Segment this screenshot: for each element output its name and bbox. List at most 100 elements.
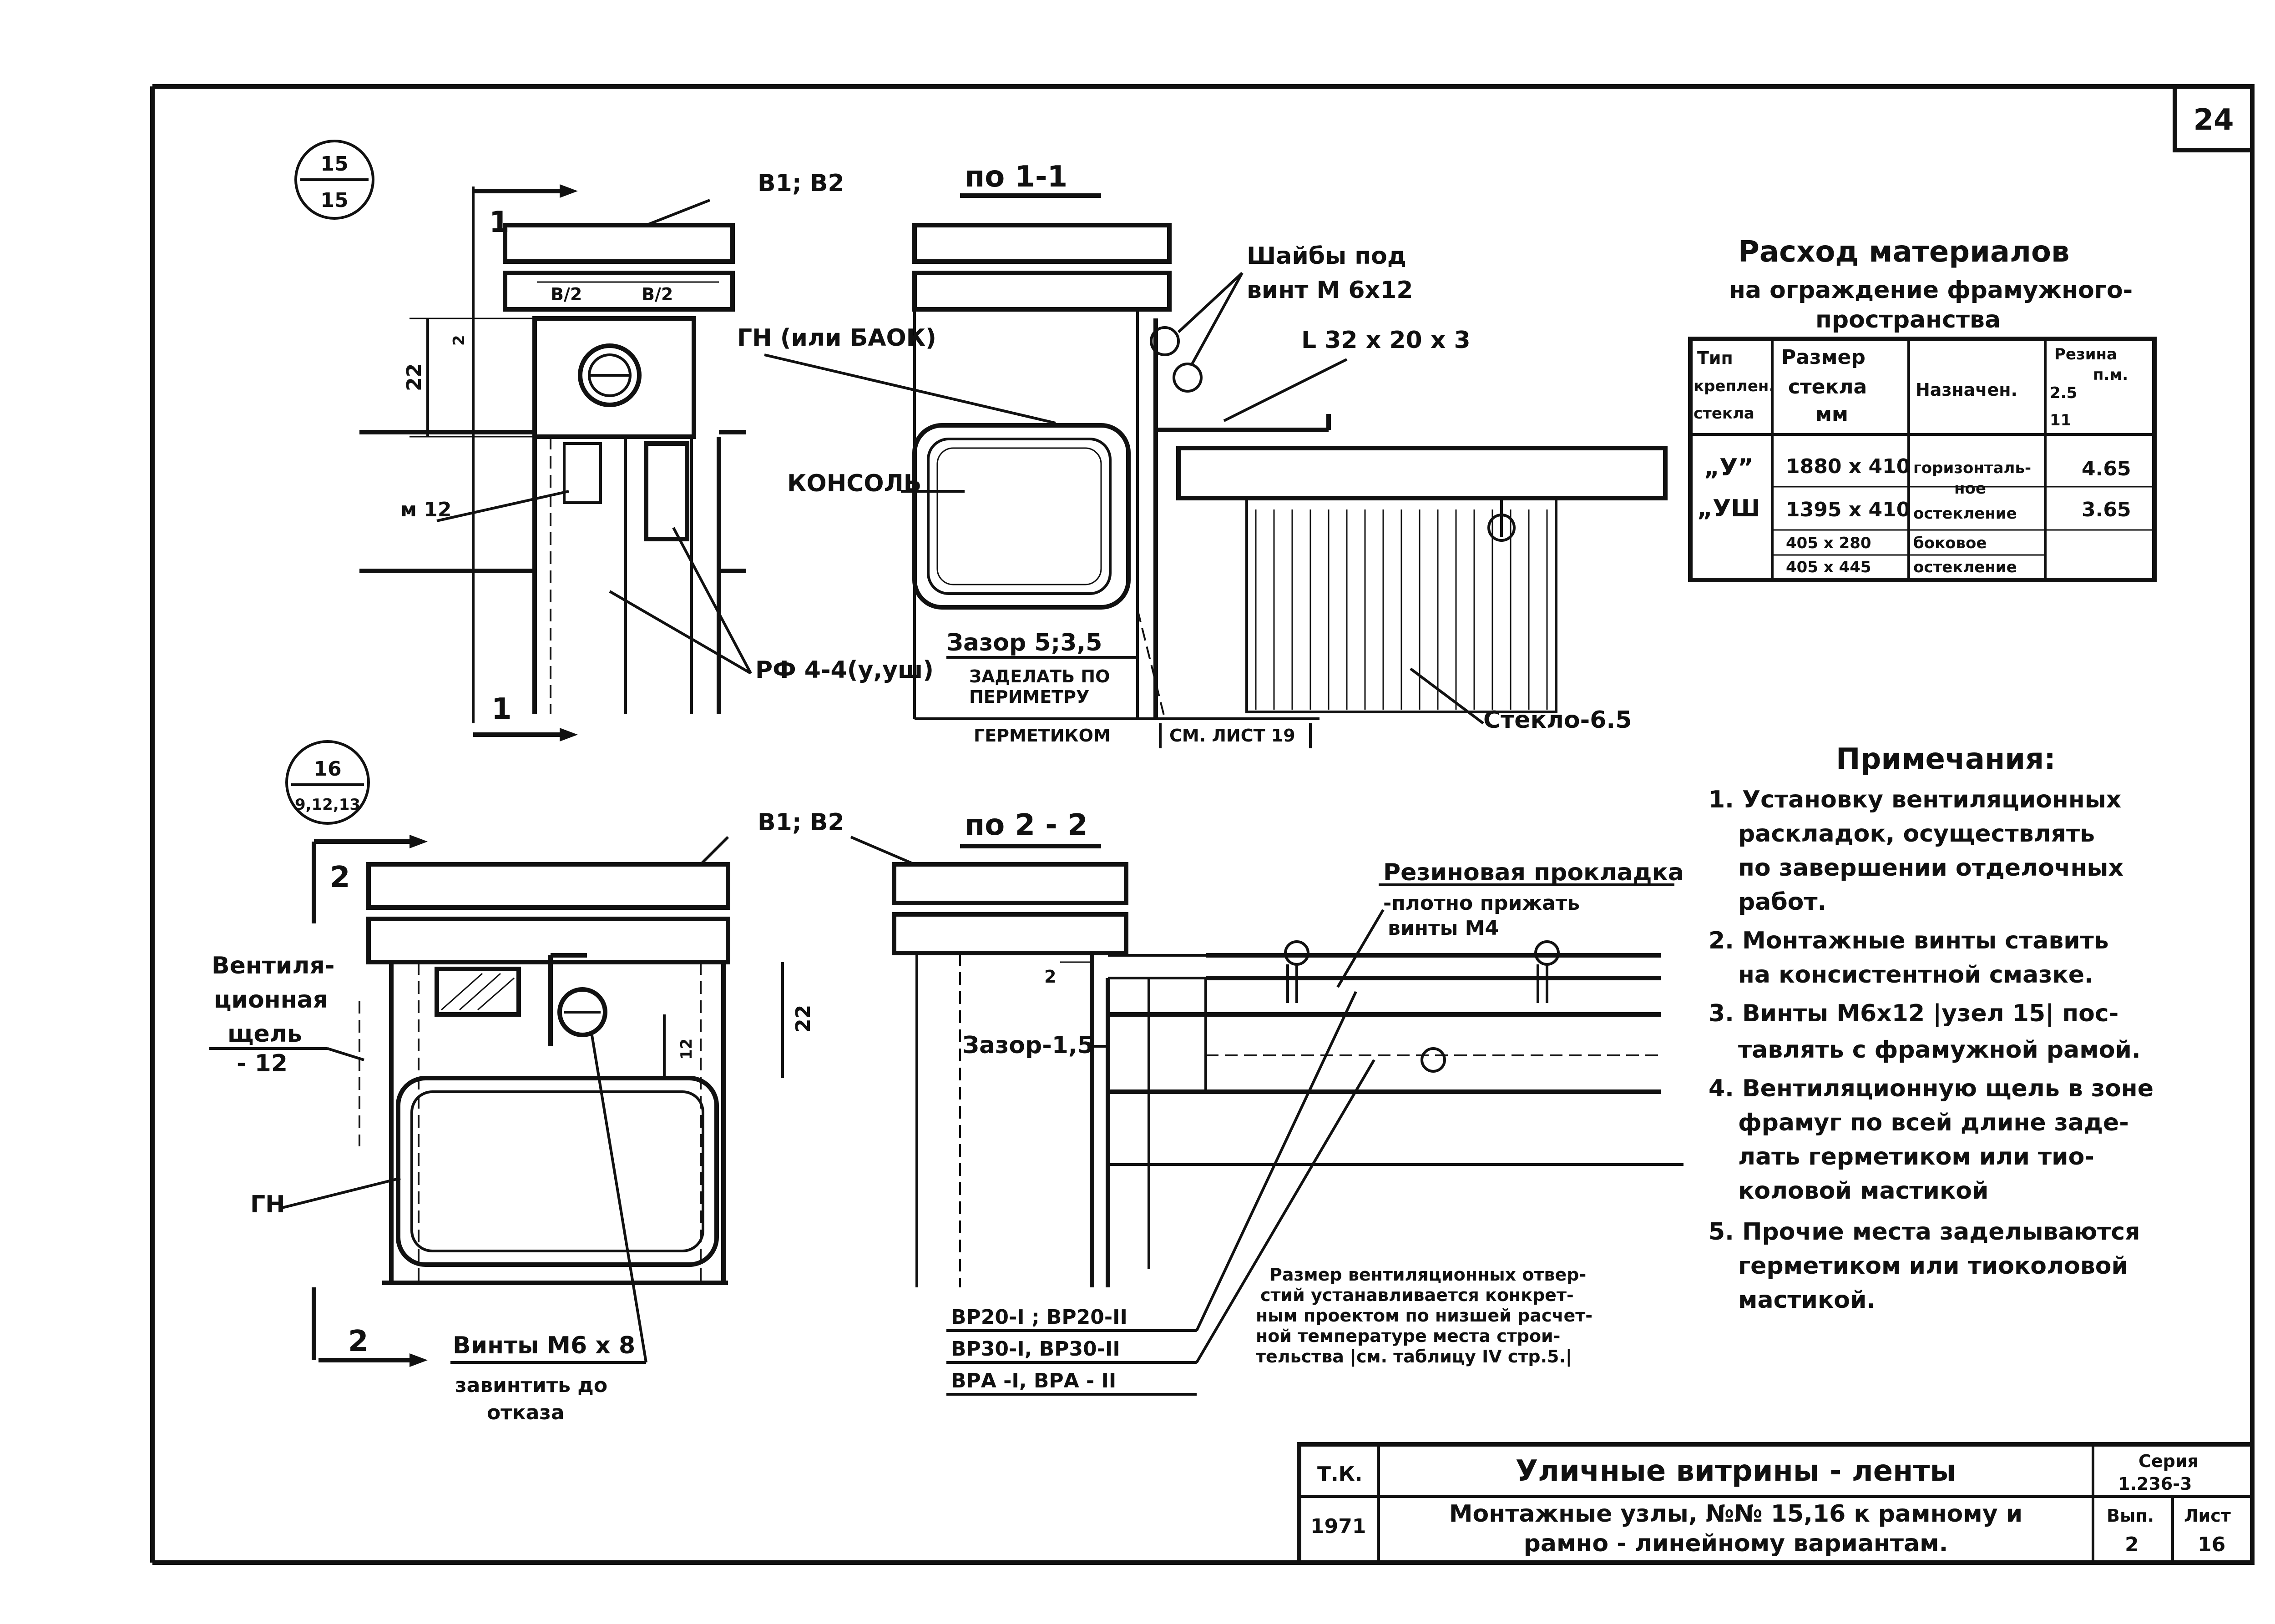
section-1-1-washers-1: Шайбы под: [1247, 242, 1406, 270]
section-2-2-title: по 2 - 2: [965, 808, 1088, 842]
vent-note-line-3: ным проектом по низшей расчет-: [1256, 1306, 1592, 1326]
node-15-b2-right: B/2: [642, 284, 673, 304]
table-row-4-size: 405 х 445: [1786, 558, 1871, 576]
title-block-issue-value: 2: [2125, 1533, 2139, 1556]
notes-line-6: на консистентной смазке.: [1738, 961, 2093, 989]
notes-title: Примечания:: [1836, 742, 2056, 776]
table-header-rubber-b: 11: [2050, 411, 2071, 429]
section-1-1-console: КОНСОЛЬ: [787, 470, 921, 497]
notes-line-13: 5. Прочие места заделываются: [1709, 1218, 2140, 1246]
notes-line-7: 3. Винты М6х12 |узел 15| пос-: [1709, 1000, 2118, 1027]
title-block-sheet-value: 16: [2198, 1533, 2225, 1556]
table-header-purpose: Назначен.: [1916, 380, 2017, 400]
table-row: 405 х 280 боковое: [1786, 534, 1987, 552]
table-row: „УШ 1395 х 410 остекление 3.65: [1697, 495, 2131, 523]
node-16-marker-top: 16: [313, 757, 341, 781]
section-2-2-gap: Зазор-1,5: [962, 1032, 1094, 1059]
notes: Примечания: 1. Установку вентиляционных …: [1709, 742, 2154, 1314]
section-2-2-vr-1: ВР20-I ; ВР20-II: [951, 1306, 1127, 1329]
notes-line-14: герметиком или тиоколовой: [1738, 1252, 2128, 1280]
section-2-2-vent-note: Размер вентиляционных отвер- стий устана…: [1256, 1265, 1592, 1367]
materials-table: Расход материалов на ограждение фрамужно…: [1688, 235, 2157, 582]
table-row-1-type: „У”: [1704, 454, 1753, 481]
section-2-2-vr-2: ВР30-I, ВР30-II: [951, 1337, 1120, 1361]
notes-line-9: 4. Вентиляционную щель в зоне: [1709, 1075, 2154, 1102]
section-2-2: по 2 - 2 Резиновая прокладка -плотно при…: [892, 808, 1684, 1396]
notes-line-8: тавлять с фрамужной рамой.: [1738, 1036, 2141, 1064]
title-block-year: 1971: [1310, 1515, 1366, 1538]
notes-line-5: 2. Монтажные винты ставить: [1709, 927, 2109, 954]
node-16: 16 9,12,13 2 2 B1; B2: [209, 740, 915, 1424]
table-header-type-3: стекла: [1694, 404, 1754, 423]
table-header-rubber-1: Резина: [2054, 345, 2117, 363]
section-1-1-title: по 1-1: [965, 160, 1067, 194]
node-16-screws-3: отказа: [487, 1401, 565, 1424]
notes-line-10: фрамуг по всей длине заде-: [1738, 1109, 2129, 1136]
table-row-2-rubber: 3.65: [2082, 498, 2131, 521]
table-row-1-purpose-2: ное: [1954, 479, 1986, 498]
table-header-rubber-a: 2.5: [2050, 384, 2077, 402]
node-16-vent-dim: - 12: [237, 1050, 288, 1077]
node-15-marker-top: 15: [320, 152, 348, 176]
table-row-3-purpose-1: боковое: [1913, 534, 1987, 552]
node-16-b1b2: B1; B2: [758, 809, 844, 836]
section-1-1-sealant: ГЕРМЕТИКОМ: [974, 726, 1111, 746]
table-title-1: Расход материалов: [1738, 235, 2069, 269]
notes-line-11: лать герметиком или тио-: [1738, 1143, 2094, 1170]
table-row-3-size: 405 х 280: [1786, 534, 1871, 552]
table-row-2-purpose-1: остекление: [1913, 504, 2017, 523]
section-2-2-vr-3: ВРА -I, ВРА - II: [951, 1369, 1116, 1392]
node-15-dim-22: 22: [403, 363, 426, 391]
node-15-label-m12: м 12: [400, 498, 452, 521]
node-16-label-gn: ГН: [250, 1191, 285, 1218]
node-16-vent-2: ционная: [214, 986, 328, 1014]
node-15-b2-left: B/2: [551, 284, 582, 304]
node-15-dim-2: 2: [450, 335, 468, 346]
table-row: 405 х 445 остекление: [1786, 558, 2017, 576]
section-2-2-dim-2: 2: [1044, 967, 1056, 987]
table-row-2-size: 1395 х 410: [1786, 498, 1910, 521]
notes-line-2: раскладок, осуществлять: [1738, 820, 2095, 847]
title-block-tk: Т.К.: [1317, 1463, 1362, 1486]
section-2-2-press-2: винты М4: [1388, 917, 1499, 940]
vent-note-line-1: Размер вентиляционных отвер-: [1269, 1265, 1586, 1285]
title-block-title: Уличные витрины - ленты: [1516, 1454, 1956, 1488]
node-15-dimensions: 22 2: [403, 318, 535, 438]
node-16-vent-1: Вентиля-: [212, 952, 334, 979]
node-15-section-marks: 1 1: [472, 184, 578, 741]
section-1-1-gap: Зазор 5;3,5: [946, 629, 1102, 656]
section-1-1: по 1-1 КОНСОЛЬ Шайбы под винт М 6х12 L 3…: [787, 160, 1668, 748]
title-block-series-label: Серия: [2138, 1451, 2199, 1471]
table-row: „У” 1880 х 410 горизонталь- ное 4.65: [1704, 454, 2131, 498]
section-2-2-gasket: Резиновая прокладка: [1383, 859, 1684, 886]
node-15-label-pf: РФ 4-4(у,уш): [755, 656, 934, 684]
title-block-subtitle-1: Монтажные узлы, №№ 15,16 к рамному и: [1449, 1500, 2022, 1528]
table-row-1-size: 1880 х 410: [1786, 455, 1910, 478]
notes-line-3: по завершении отделочных: [1738, 854, 2123, 882]
title-block-subtitle-2: рамно - линейному вариантам.: [1524, 1530, 1948, 1557]
table-row-2-type: „УШ: [1697, 495, 1760, 522]
table-title-2: на ограждение фрамужного-: [1729, 277, 2133, 304]
node-16-screws-2: завинтить до: [455, 1374, 607, 1397]
table-row-1-purpose-1: горизонталь-: [1913, 459, 2031, 477]
node-16-dim-22: 22: [792, 1005, 815, 1033]
notes-line-15: мастикой.: [1738, 1286, 1876, 1314]
node-15: 15 15 1 1 B1; B2 B/2 B/2: [294, 140, 1056, 741]
node-15-labels: ГН (или БАОК) м 12 РФ 4-4(у,уш): [400, 324, 1056, 684]
table-header-type-2: креплен.: [1694, 377, 1774, 395]
notes-line-1: 1. Установку вентиляционных: [1709, 786, 2121, 813]
table-row-4-purpose-1: остекление: [1913, 558, 2017, 576]
vent-note-line-4: ной температуре места строи-: [1256, 1326, 1560, 1346]
sheet-number: 24: [2193, 103, 2234, 137]
node-16-marker-bottom: 9,12,13: [295, 796, 360, 814]
node-15-marker: 15 15: [294, 140, 374, 220]
node-15-b1b2: B1; B2: [758, 170, 844, 197]
section-1-1-washers-2: винт М 6х12: [1247, 277, 1413, 304]
table-row-1-rubber: 4.65: [2082, 457, 2131, 480]
notes-line-12: коловой мастикой: [1738, 1177, 1988, 1205]
node-15-marker-bottom: 15: [320, 189, 348, 212]
node-15-profile: [532, 316, 721, 714]
node-16-dim-12: 12: [677, 1039, 696, 1060]
table-header-rubber-2: п.м.: [2093, 366, 2128, 384]
